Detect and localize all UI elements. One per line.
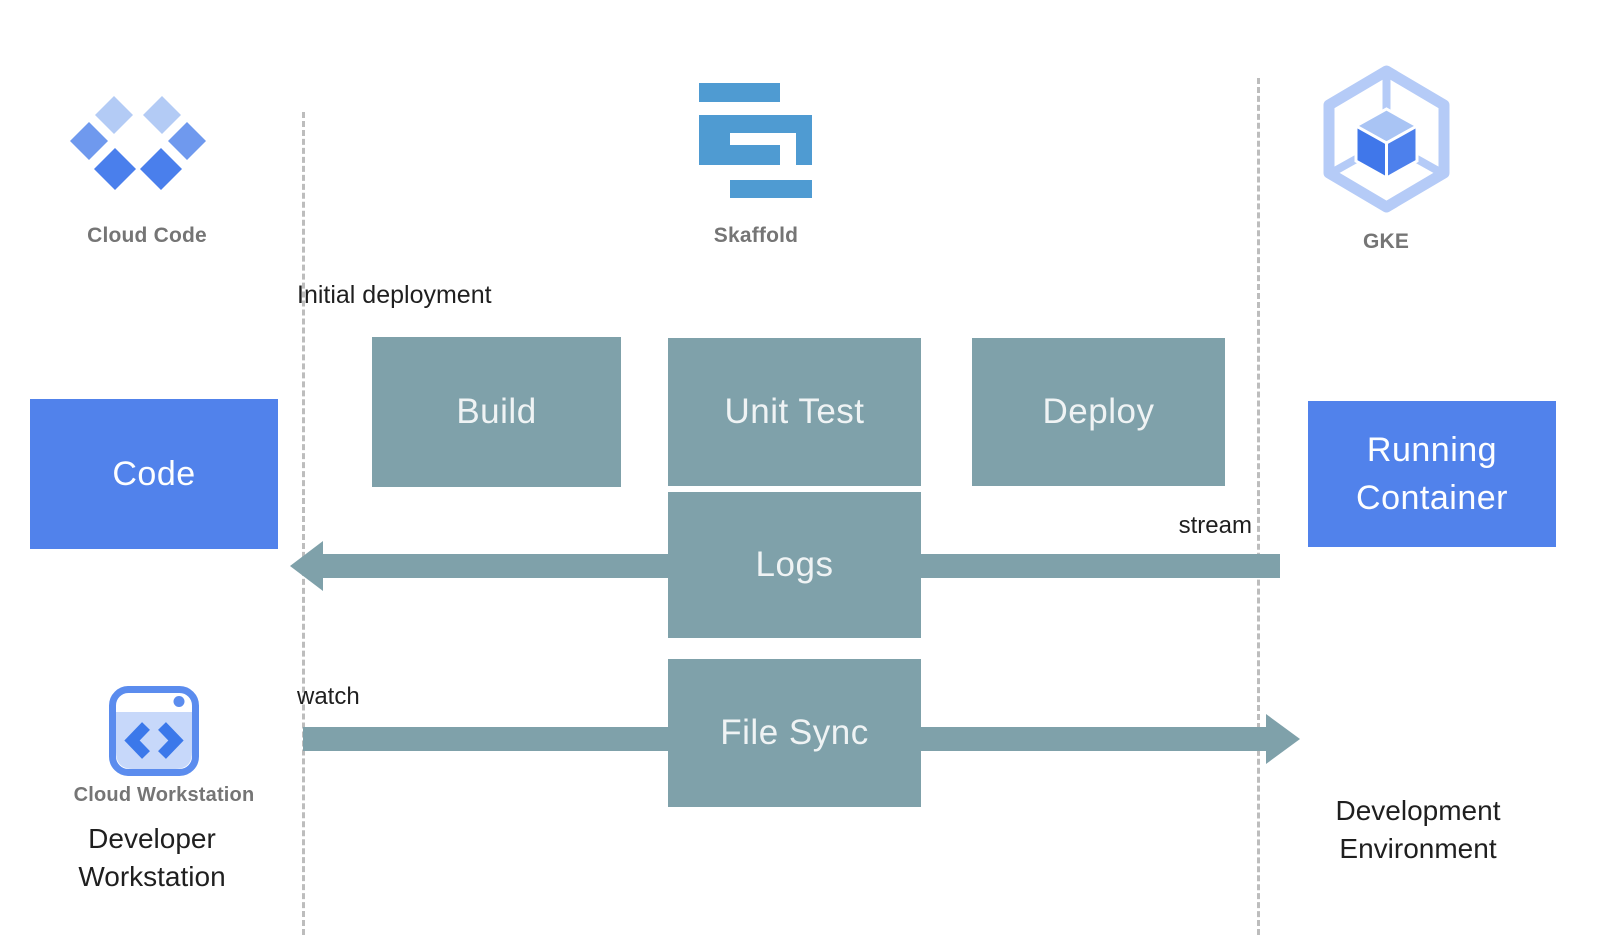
gke-icon <box>1320 65 1453 213</box>
build-box: Build <box>372 337 621 487</box>
right-boundary-dashed-line <box>1257 78 1260 935</box>
logs-box-label: Logs <box>755 545 834 584</box>
watch-annotation: watch <box>297 683 360 710</box>
logs-box: Logs <box>668 492 921 638</box>
gke-label: GKE <box>1362 230 1410 253</box>
running-container-box: Running Container <box>1308 401 1556 547</box>
left-boundary-dashed-line <box>302 112 305 935</box>
unit-test-box-label: Unit Test <box>724 392 865 431</box>
cloud-code-icon <box>62 90 212 200</box>
deploy-box: Deploy <box>972 338 1225 486</box>
initial-deployment-annotation: Initial deployment <box>297 281 492 309</box>
running-container-label: Running Container <box>1356 431 1508 517</box>
skaffold-label: Skaffold <box>713 224 799 247</box>
code-box-label: Code <box>112 455 196 493</box>
cloud-code-label: Cloud Code <box>87 224 207 247</box>
skaffold-icon <box>699 83 814 198</box>
development-environment-caption: Development Environment <box>1335 795 1501 864</box>
stream-annotation: stream <box>1178 512 1252 539</box>
code-box: Code <box>30 399 278 549</box>
cloud-workstation-icon <box>108 685 200 777</box>
file-sync-box-label: File Sync <box>720 713 869 752</box>
file-sync-box: File Sync <box>668 659 921 807</box>
developer-workstation-caption: Developer Workstation <box>78 823 226 892</box>
unit-test-box: Unit Test <box>668 338 921 486</box>
build-box-label: Build <box>456 392 537 431</box>
logs-stream-arrowhead-icon <box>290 541 323 591</box>
cloud-workstation-label: Cloud Workstation <box>73 784 255 806</box>
file-sync-watch-arrowhead-icon <box>1266 714 1300 764</box>
deploy-box-label: Deploy <box>1042 392 1155 431</box>
